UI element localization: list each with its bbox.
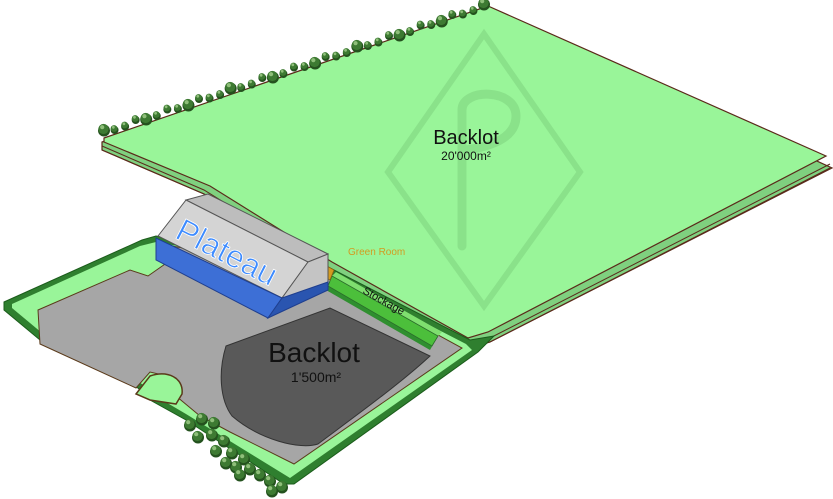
tree-icon (173, 104, 182, 113)
tree-icon (218, 434, 230, 448)
small-backlot-name: Backlot (268, 337, 360, 368)
big-backlot-area-label: 20'000m² (441, 149, 491, 163)
tree-icon (279, 69, 288, 78)
tree-icon (216, 90, 225, 99)
tree-icon (247, 79, 256, 89)
tree-icon (131, 115, 140, 124)
stockage-building (326, 272, 442, 350)
tree-icon (309, 56, 322, 70)
tree-icon (266, 484, 278, 498)
tree-icon (427, 20, 436, 29)
tree-icon (220, 456, 232, 470)
tree-icon (195, 94, 203, 103)
tree-icon (385, 31, 393, 40)
lawn-notch (134, 373, 183, 405)
tree-icon (448, 10, 457, 19)
tree-icon (224, 81, 237, 95)
tree-icon (110, 125, 119, 134)
green-room-label: Green Room (348, 247, 405, 258)
tree-icon (258, 73, 267, 82)
small-backlot-area (220, 307, 431, 447)
tree-icon (254, 468, 266, 482)
tree-icon (152, 111, 161, 120)
tree-icon (237, 83, 246, 92)
tree-icon (393, 28, 406, 42)
tree-icon (469, 6, 478, 15)
diamond-p-watermark-icon (384, 28, 584, 312)
plateau-building (155, 193, 330, 320)
tree-icon (121, 121, 130, 131)
tree-icon (416, 20, 425, 30)
tree-icon (192, 430, 204, 444)
tree-icon (264, 474, 276, 488)
tree-icon (206, 428, 218, 442)
tree-icon (184, 418, 196, 432)
tree-icon (321, 52, 330, 61)
tree-icon (435, 14, 448, 28)
tree-icon (290, 62, 298, 72)
big-backlot-surface (103, 5, 828, 339)
tree-icon (363, 41, 372, 50)
tree-icon (234, 468, 246, 482)
tree-icon (196, 412, 208, 426)
tree-line-north (98, 0, 490, 137)
tree-icon (266, 70, 279, 84)
tree-icon (182, 98, 195, 112)
tree-cluster-south (184, 412, 288, 498)
plateau-side-wall (266, 281, 329, 320)
tree-icon (140, 112, 153, 126)
tree-icon (226, 446, 238, 460)
tree-icon (276, 480, 288, 494)
big-backlot-name: Backlot (433, 127, 499, 149)
tree-icon (374, 37, 383, 47)
tree-icon (332, 51, 341, 61)
tree-icon (300, 62, 309, 71)
tree-icon (351, 39, 364, 53)
tree-icon (205, 93, 214, 103)
big-backlot-area (101, 5, 833, 349)
tree-icon (342, 48, 351, 57)
small-backlot-area-label: 1'500m² (291, 369, 341, 385)
tree-icon (163, 104, 172, 114)
tree-icon (208, 416, 220, 430)
tree-icon (210, 444, 222, 458)
tree-icon (458, 9, 467, 19)
tree-icon (98, 123, 110, 137)
tree-icon (238, 452, 250, 466)
tree-icon (244, 462, 256, 476)
tree-icon (478, 0, 490, 11)
tree-icon (406, 27, 415, 36)
